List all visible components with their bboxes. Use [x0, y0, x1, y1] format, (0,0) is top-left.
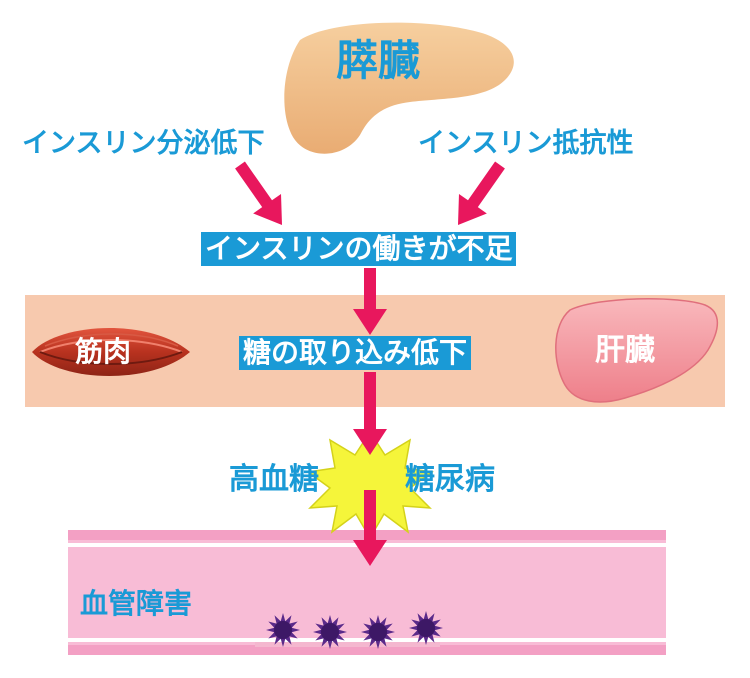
muscle-label: 筋肉	[75, 335, 132, 368]
liver-label: 肝臓	[595, 333, 655, 368]
muscle-icon	[32, 327, 190, 377]
pancreas-icon	[284, 22, 514, 154]
liver-icon	[555, 298, 719, 403]
particle-core	[274, 621, 292, 639]
pancreas-label: 膵臓	[336, 36, 421, 85]
diabetes-label: 糖尿病	[405, 462, 495, 497]
particle-core	[321, 623, 339, 641]
cause-left-label: インスリン分泌低下	[22, 128, 265, 159]
insulin-shortage-box: インスリンの働きが不足	[201, 232, 517, 266]
arrow-to-vessel	[353, 490, 387, 566]
arrow-to-uptake	[353, 268, 387, 335]
arrow-right-cause	[458, 161, 505, 225]
vessel-damage-label: 血管障害	[80, 587, 193, 620]
arrows-group	[235, 161, 505, 566]
cause-right-label: インスリン抵抗性	[418, 128, 634, 159]
particle-core	[369, 623, 387, 641]
arrow-left-cause	[235, 161, 282, 225]
arrow-to-burst	[353, 372, 387, 455]
particles-group	[266, 611, 443, 649]
uptake-decrease-box: 糖の取り込み低下	[239, 336, 472, 370]
hyperglycemia-label: 高血糖	[229, 462, 319, 497]
particle-core	[417, 619, 435, 637]
